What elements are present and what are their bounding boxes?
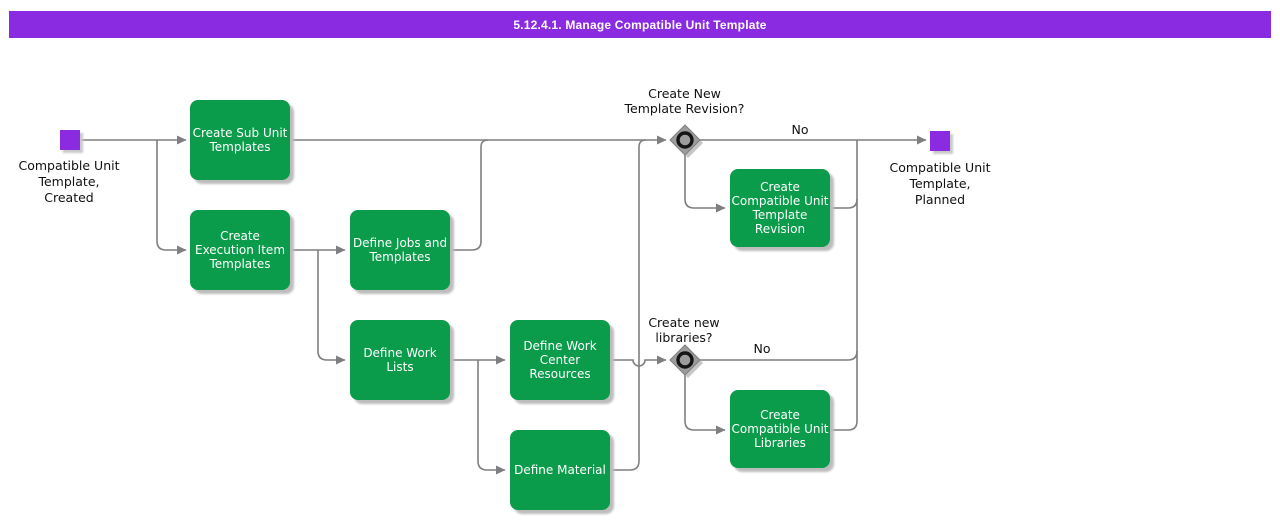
- decision2-question-label: Create new libraries?: [648, 315, 720, 345]
- activity-define-work-lists[interactable]: Define Work Lists: [350, 320, 450, 400]
- decision1-no-label: No: [791, 122, 809, 137]
- decision1-question-label: Create New Template Revision?: [624, 86, 745, 116]
- activity-create-execution-item-templates[interactable]: Create Execution Item Templates: [190, 210, 290, 290]
- activity-create-compatible-unit-libraries[interactable]: Create Compatible Unit Libraries: [730, 390, 830, 468]
- activity-define-material[interactable]: Define Material: [510, 430, 610, 510]
- connector-define-jobs-join: [450, 139, 489, 251]
- connector-split-to-define-material: [477, 360, 506, 475]
- start-node-label: Compatible Unit Template, Created: [18, 158, 120, 205]
- connector-define-material-join: [610, 139, 647, 471]
- page-title: 5.12.4.1. Manage Compatible Unit Templat…: [513, 17, 767, 32]
- activity-create-sub-unit-templates[interactable]: Create Sub Unit Templates: [190, 100, 290, 180]
- end-node[interactable]: [930, 131, 950, 151]
- connector-split-to-define-work-lists: [317, 250, 346, 365]
- decision-ring-icon: [676, 351, 694, 369]
- activity-define-work-center-resources[interactable]: Define Work Center Resources: [510, 320, 610, 400]
- title-bar: 5.12.4.1. Manage Compatible Unit Templat…: [9, 11, 1271, 38]
- start-node[interactable]: [60, 130, 80, 150]
- decision2-no-label: No: [753, 341, 771, 356]
- connector-decision2-to-libraries: [684, 375, 726, 435]
- activity-define-jobs-and-templates[interactable]: Define Jobs and Templates: [350, 210, 450, 290]
- decision-create-new-libraries[interactable]: [669, 344, 703, 378]
- connector-work-center-to-decision2-with-hop: [610, 355, 667, 367]
- connector-merge-vertical: [831, 140, 858, 431]
- decision-create-new-template-revision[interactable]: [669, 124, 703, 158]
- activity-create-compatible-unit-template-revision[interactable]: Create Compatible Unit Template Revision: [730, 169, 830, 247]
- end-node-label: Compatible Unit Template, Planned: [889, 160, 991, 207]
- connector-decision1-to-template-revision: [684, 155, 726, 213]
- connector-split-to-create-execution-item: [156, 140, 187, 255]
- connector-template-revision-join: [830, 198, 858, 209]
- decision-ring-icon: [676, 131, 694, 149]
